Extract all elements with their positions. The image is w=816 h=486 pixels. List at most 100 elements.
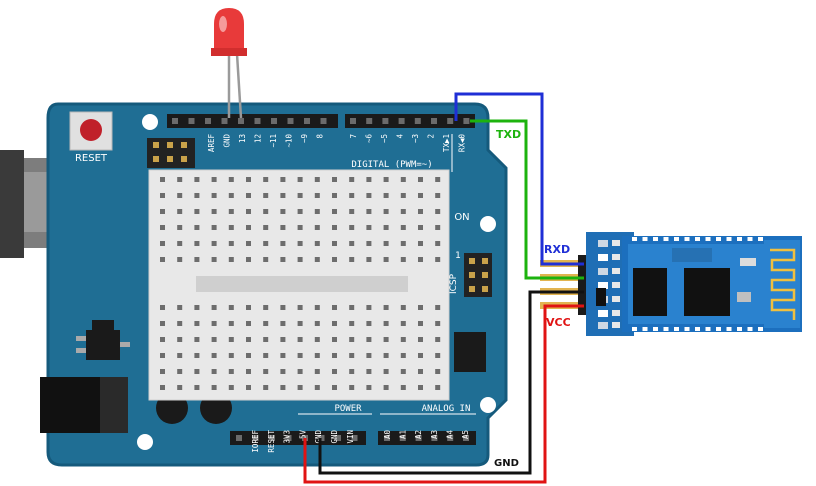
analog-label: ANALOG IN [422, 404, 471, 414]
breadboard-hole [366, 209, 372, 214]
breadboard-hole [314, 353, 320, 358]
mounting-hole [142, 114, 158, 130]
breadboard-hole [383, 305, 389, 310]
breadboard-hole [366, 305, 372, 310]
breadboard-hole [332, 305, 337, 310]
breadboard-hole [435, 177, 441, 182]
breadboard-hole [332, 193, 337, 198]
breadboard-hole [366, 337, 372, 342]
breadboard-hole [314, 241, 320, 246]
breadboard-hole [211, 225, 217, 230]
breadboard-hole [228, 385, 234, 390]
breadboard-hole [383, 193, 389, 198]
breadboard-hole [366, 225, 372, 230]
breadboard-hole [228, 337, 234, 342]
wire-txd [470, 119, 584, 280]
breadboard-hole [246, 385, 251, 390]
solder-pad [726, 327, 732, 331]
solder-pad [684, 237, 690, 241]
solder-pad [695, 327, 700, 331]
breadboard-hole [177, 241, 183, 246]
breadboard-hole [160, 321, 165, 326]
breadboard-hole [418, 337, 423, 342]
header-hole [384, 435, 390, 441]
breadboard-hole [160, 257, 165, 262]
pin-label: A3 [430, 430, 439, 439]
breadboard-hole [349, 193, 355, 198]
breadboard-hole [297, 257, 303, 262]
header-hole [285, 435, 292, 441]
breadboard-hole [332, 257, 337, 262]
breadboard-hole [160, 353, 165, 358]
breadboard-hole [366, 177, 372, 182]
solder-pad [653, 327, 658, 331]
breadboard-hole [280, 241, 286, 246]
pin-label: VIN [346, 430, 355, 444]
breadboard-hole [297, 369, 303, 374]
breadboard-hole [418, 257, 423, 262]
breadboard-hole [246, 193, 251, 198]
breadboard-hole [418, 241, 423, 246]
breadboard-hole [211, 305, 217, 310]
led [211, 8, 247, 119]
header-hole [463, 435, 469, 441]
breadboard-hole [160, 193, 165, 198]
breadboard-hole [160, 177, 165, 182]
header-hole [415, 435, 422, 441]
breadboard-hole [194, 305, 200, 310]
pin-label: ~6 [365, 134, 374, 144]
breadboard-hole [418, 385, 423, 390]
breadboard-hole [211, 369, 217, 374]
digital-header-left [167, 114, 338, 128]
breadboard-hole [435, 305, 441, 310]
breadboard-hole [314, 369, 320, 374]
header-hole [221, 118, 228, 124]
breadboard-hole [228, 193, 234, 198]
breadboard-hole [263, 369, 269, 374]
solder-pad [716, 327, 721, 331]
breadboard-hole [332, 321, 337, 326]
header-hole [399, 435, 406, 441]
smd-component [612, 322, 620, 328]
breadboard-hole [280, 177, 286, 182]
breadboard-hole [383, 177, 389, 182]
breadboard-hole [194, 241, 200, 246]
smd-component [598, 254, 608, 261]
solder-pad [674, 327, 679, 331]
breadboard-hole [246, 337, 251, 342]
breadboard-hole [177, 193, 183, 198]
breadboard-hole [297, 241, 303, 246]
breadboard-hole [177, 337, 183, 342]
solder-pad [716, 237, 721, 241]
breadboard-hole [177, 305, 183, 310]
breadboard-hole [194, 385, 200, 390]
pin-label: A4 [445, 430, 454, 440]
header-hole [335, 435, 341, 441]
solder-pad [705, 237, 711, 241]
breadboard-hole [160, 225, 165, 230]
breadboard-hole [246, 305, 251, 310]
breadboard-hole [314, 193, 320, 198]
breadboard-hole [418, 353, 423, 358]
breadboard-hole [366, 193, 372, 198]
breadboard-hole [332, 209, 337, 214]
breadboard-hole [349, 321, 355, 326]
breadboard-hole [194, 369, 200, 374]
header-hole [320, 118, 327, 124]
breadboard-hole [228, 209, 234, 214]
breadboard-hole [297, 337, 303, 342]
smd-component [612, 268, 620, 274]
pin-label: RX◀0 [458, 134, 467, 153]
breadboard-hole [280, 305, 286, 310]
breadboard-hole [366, 353, 372, 358]
breadboard-hole [228, 177, 234, 182]
breadboard-hole [314, 305, 320, 310]
reset-button[interactable] [69, 111, 113, 151]
voltage-regulator [76, 320, 130, 360]
breadboard-hole [297, 305, 303, 310]
digital-header-right [345, 114, 475, 128]
